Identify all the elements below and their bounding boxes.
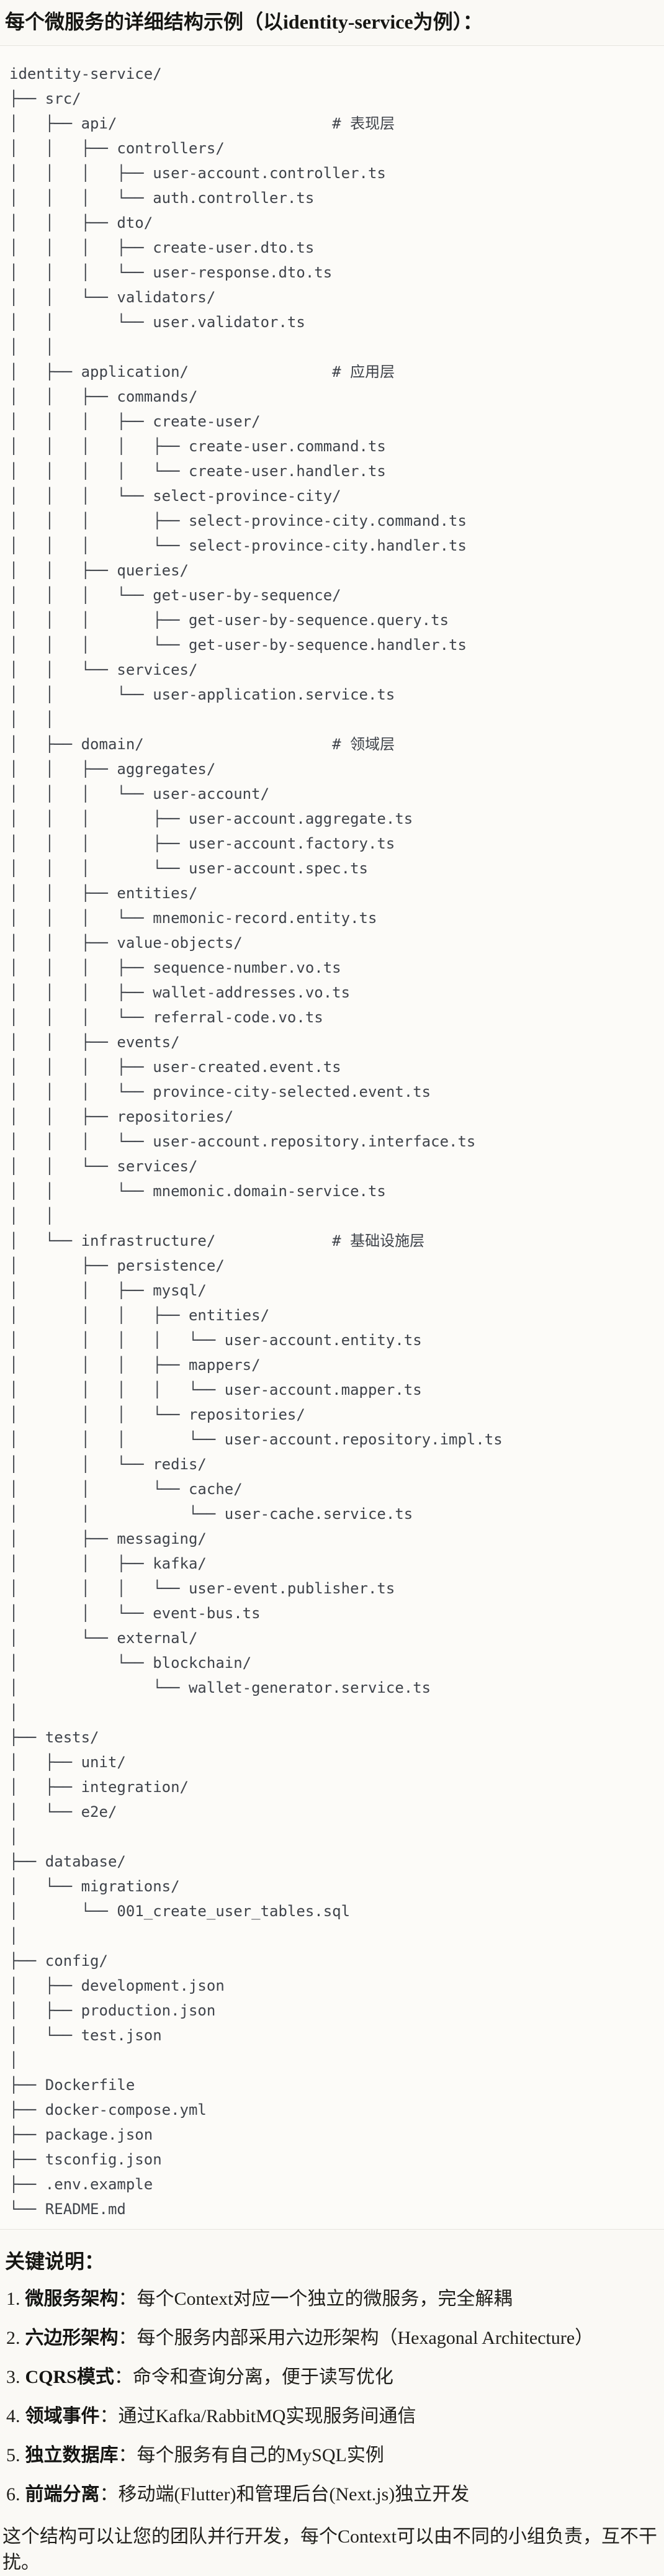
item-term: 前端分离 bbox=[25, 2484, 100, 2505]
code-block: identity-service/ ├── src/ │ ├── api/ # … bbox=[0, 45, 664, 2230]
item-description: ：每个Context对应一个独立的微服务，完全解耦 bbox=[118, 2289, 513, 2309]
item-term: 六边形架构 bbox=[25, 2328, 119, 2348]
notes-list: 1.微服务架构：每个Context对应一个独立的微服务，完全解耦 2.六边形架构… bbox=[5, 2286, 659, 2508]
item-number: 1. bbox=[6, 2289, 20, 2309]
item-description: ：每个服务内部采用六边形架构（Hexagonal Architecture） bbox=[118, 2328, 594, 2348]
list-item: 1.微服务架构：每个Context对应一个独立的微服务，完全解耦 bbox=[6, 2286, 659, 2312]
directory-tree: identity-service/ ├── src/ │ ├── api/ # … bbox=[9, 65, 503, 2218]
list-item: 5.独立数据库：每个服务有自己的MySQL实例 bbox=[6, 2443, 659, 2469]
item-number: 2. bbox=[6, 2328, 20, 2348]
item-term: 微服务架构 bbox=[25, 2289, 119, 2309]
closing-paragraph: 这个结构可以让您的团队并行开发，每个Context可以由不同的小组负责，互不干扰… bbox=[2, 2526, 657, 2573]
item-number: 3. bbox=[6, 2367, 20, 2387]
item-description: ：通过Kafka/RabbitMQ实现服务间通信 bbox=[99, 2406, 416, 2426]
item-number: 6. bbox=[6, 2484, 20, 2505]
item-description: ：移动端(Flutter)和管理后台(Next.js)独立开发 bbox=[99, 2484, 470, 2505]
list-item: 6.前端分离：移动端(Flutter)和管理后台(Next.js)独立开发 bbox=[6, 2482, 659, 2508]
list-item: 2.六边形架构：每个服务内部采用六边形架构（Hexagonal Architec… bbox=[6, 2325, 659, 2351]
list-item: 3.CQRS模式：命令和查询分离，便于读写优化 bbox=[6, 2364, 659, 2390]
item-number: 4. bbox=[6, 2406, 20, 2426]
item-description: ：每个服务有自己的MySQL实例 bbox=[118, 2445, 384, 2466]
item-term: 独立数据库 bbox=[25, 2445, 119, 2466]
item-term: CQRS模式 bbox=[25, 2367, 114, 2387]
item-description: ：命令和查询分离，便于读写优化 bbox=[114, 2367, 393, 2387]
page-title: 每个微服务的详细结构示例（以identity-service为例）： bbox=[5, 11, 483, 33]
list-item: 4.领域事件：通过Kafka/RabbitMQ实现服务间通信 bbox=[6, 2403, 659, 2430]
item-number: 5. bbox=[6, 2445, 20, 2466]
item-term: 领域事件 bbox=[25, 2406, 100, 2426]
notes-heading: 关键说明： bbox=[5, 2250, 105, 2272]
